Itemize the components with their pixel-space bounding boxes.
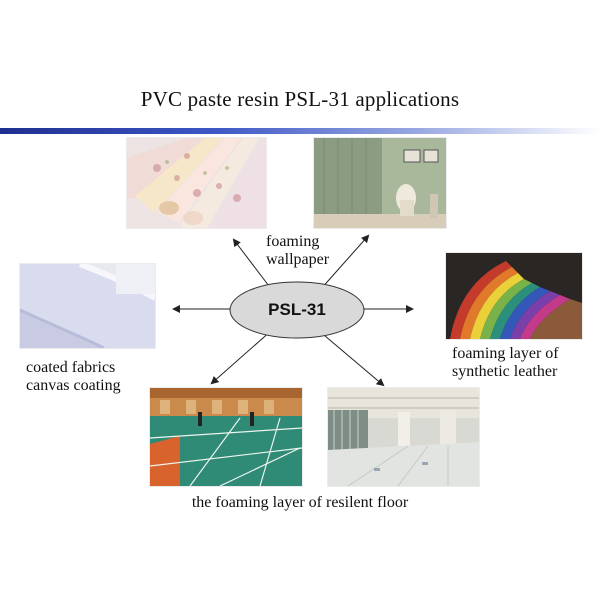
- hall-floor-photo: [328, 388, 479, 486]
- arrow-to-sports-floor: [210, 329, 273, 385]
- arrow-to-hall-floor: [317, 329, 385, 387]
- sports-floor-photo: [150, 388, 302, 486]
- coated-fabric-photo: [20, 264, 155, 348]
- caption-wallpaper-line1: foaming: [266, 233, 320, 250]
- caption-wallpaper-line2: wallpaper: [266, 251, 330, 268]
- caption-coated-line1: coated fabrics: [26, 359, 116, 376]
- arrow-to-wallpaper: [232, 238, 273, 291]
- arrow-to-interior-wall: [319, 234, 370, 291]
- title-underline-bar: [0, 128, 600, 134]
- center-label: PSL-31: [268, 300, 326, 319]
- wallpaper-rolls-photo: [127, 138, 266, 228]
- caption-leather-line1: foaming layer of: [452, 345, 559, 362]
- center-ellipse: [229, 281, 365, 339]
- caption-floor: the foaming layer of resilent floor: [191, 494, 409, 511]
- interior-wall-photo: [314, 138, 446, 228]
- synthetic-leather-photo: [446, 253, 582, 339]
- caption-coated-line2: canvas coating: [26, 377, 121, 394]
- slide-title: PVC paste resin PSL-31 applications: [140, 87, 460, 111]
- caption-leather-line2: synthetic leather: [452, 363, 558, 380]
